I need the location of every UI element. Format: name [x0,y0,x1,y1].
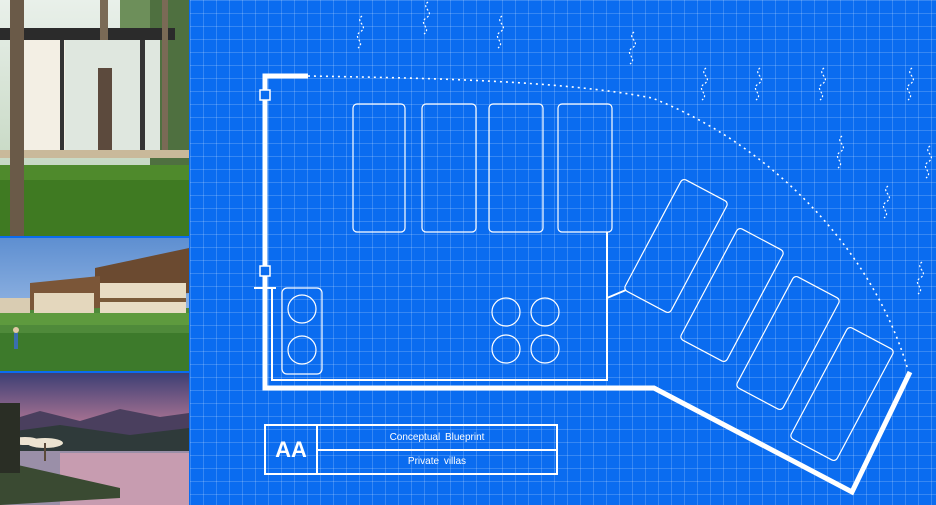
photo-glass-pavilion [0,0,189,236]
villa-row-top [352,103,613,233]
photo-infinity-pool [0,373,189,505]
drawing-title: Conceptual Blueprint [389,431,485,443]
villa-row-angled [624,178,894,462]
villa-unit [421,103,477,233]
round-features [281,287,560,375]
villa-unit [557,103,613,233]
gate-marker-mid [259,265,271,277]
blueprint-canvas: AA Conceptual Blueprint Private villas [190,0,936,505]
property-boundary-dotted [307,75,909,371]
firm-logo: AA [266,426,318,473]
vegetation-symbols [356,1,932,295]
photo-hillside-villas [0,238,189,371]
villa-unit [790,326,894,462]
title-block-rows: Conceptual Blueprint Private villas [318,426,556,473]
villa-unit [352,103,406,233]
drawing-title-block: AA Conceptual Blueprint Private villas [264,424,558,475]
site-plan-drawing [254,1,932,496]
site-wall [262,73,913,496]
villa-unit [736,275,840,411]
inner-building-outline [271,232,608,381]
project-name: Private villas [318,448,556,474]
gate-marker-top [259,89,271,101]
villa-unit [624,178,728,314]
villa-unit [680,227,784,363]
photo-column [0,0,190,505]
villa-unit [488,103,544,233]
